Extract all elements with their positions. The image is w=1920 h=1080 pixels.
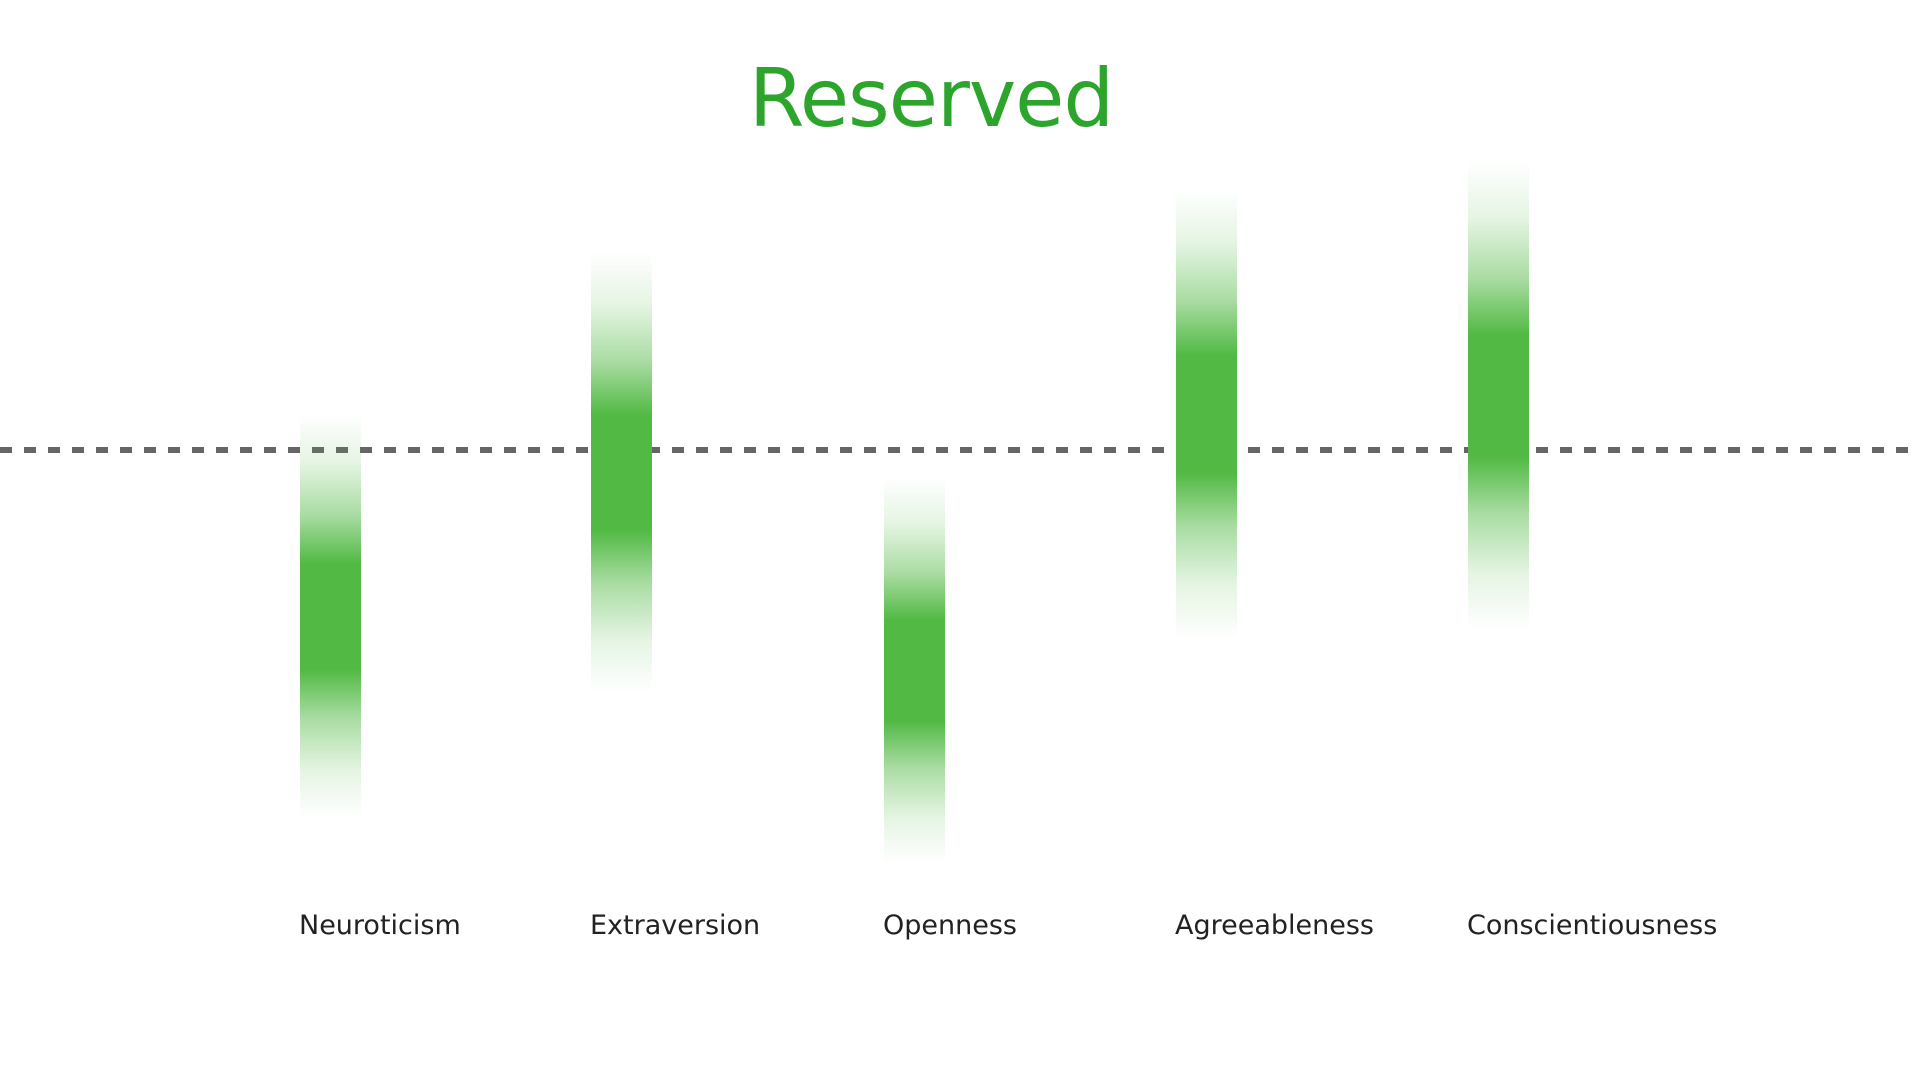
range-bar-agreeableness xyxy=(1176,189,1237,639)
range-bar-extraversion xyxy=(591,252,652,693)
category-label-openness: Openness xyxy=(883,910,1017,941)
category-label-conscientiousness: Conscientiousness xyxy=(1467,910,1718,941)
category-label-extraversion: Extraversion xyxy=(590,910,761,941)
range-bar-neuroticism xyxy=(300,414,361,819)
range-bar-conscientiousness xyxy=(1468,162,1529,630)
range-bar-openness xyxy=(884,477,945,864)
chart-title: Reserved xyxy=(748,52,1114,145)
category-label-neuroticism: Neuroticism xyxy=(299,910,461,941)
category-label-agreeableness: Agreeableness xyxy=(1175,910,1374,941)
